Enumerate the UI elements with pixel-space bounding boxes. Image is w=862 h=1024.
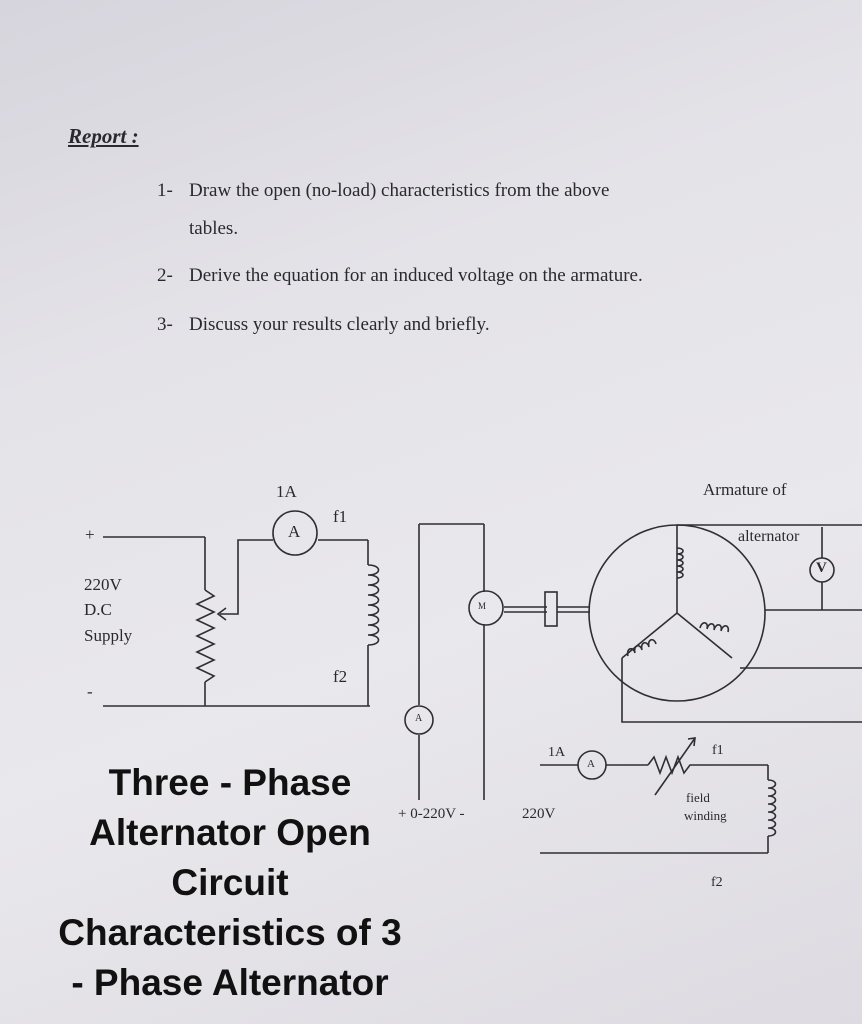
caption-line: Three - Phase <box>108 762 352 803</box>
winding-f2-label: f2 <box>711 875 723 890</box>
item-number: 1- <box>157 180 173 201</box>
supply-type-label: D.C <box>84 600 112 619</box>
supply-word-label: Supply <box>84 626 133 645</box>
winding-label: winding <box>684 808 727 823</box>
motor-supply-label: + 0-220V - <box>398 806 465 822</box>
alternator-circuit <box>588 524 862 723</box>
winding-f1-label: f1 <box>712 743 724 758</box>
overlay-caption: Three - Phase Alternator Open Circuit Ch… <box>20 758 440 1008</box>
field-ammeter-symbol: A <box>288 522 301 541</box>
field-winding-circuit <box>540 737 777 854</box>
winding-ammeter-symbol: A <box>587 758 595 770</box>
armature-label: Armature of <box>703 480 787 499</box>
supply-voltage-label: 220V <box>84 575 122 594</box>
item-text-line: Discuss your results clearly and briefly… <box>189 314 490 335</box>
item-text-line: Draw the open (no-load) characteristics … <box>189 180 610 201</box>
alternator-label: alternator <box>738 528 800 545</box>
terminal-f1-label: f1 <box>333 507 348 526</box>
dc-supply-circuit <box>103 536 380 707</box>
caption-line: Circuit <box>171 862 289 903</box>
motor-icon <box>468 590 504 626</box>
item-text-line: Derive the equation for an induced volta… <box>189 265 643 286</box>
caption-line: Alternator Open <box>89 812 371 853</box>
winding-voltage-label: 220V <box>522 806 556 822</box>
report-title: Report : <box>68 124 139 148</box>
motor-symbol: M <box>478 601 487 611</box>
minus-terminal: - <box>87 682 93 701</box>
winding-ammeter-icon <box>577 750 607 780</box>
item-text-line: tables. <box>189 218 239 239</box>
motor-ammeter-icon <box>404 705 434 735</box>
field-current-label: 1A <box>276 482 297 501</box>
voltmeter-icon <box>809 557 835 583</box>
plus-terminal: + <box>85 525 95 544</box>
winding-current-label: 1A <box>548 745 566 760</box>
motor-ammeter-symbol: A <box>415 713 423 724</box>
caption-line: - Phase Alternator <box>71 962 389 1003</box>
item-number: 2- <box>157 265 173 286</box>
terminal-f2-label: f2 <box>333 667 348 686</box>
field-ammeter-icon <box>272 510 318 556</box>
item-number: 3- <box>157 314 173 335</box>
caption-line: Characteristics of 3 <box>58 912 402 953</box>
field-label: field <box>686 790 710 805</box>
voltmeter-symbol: V <box>816 560 827 576</box>
motor-circuit <box>418 523 590 800</box>
